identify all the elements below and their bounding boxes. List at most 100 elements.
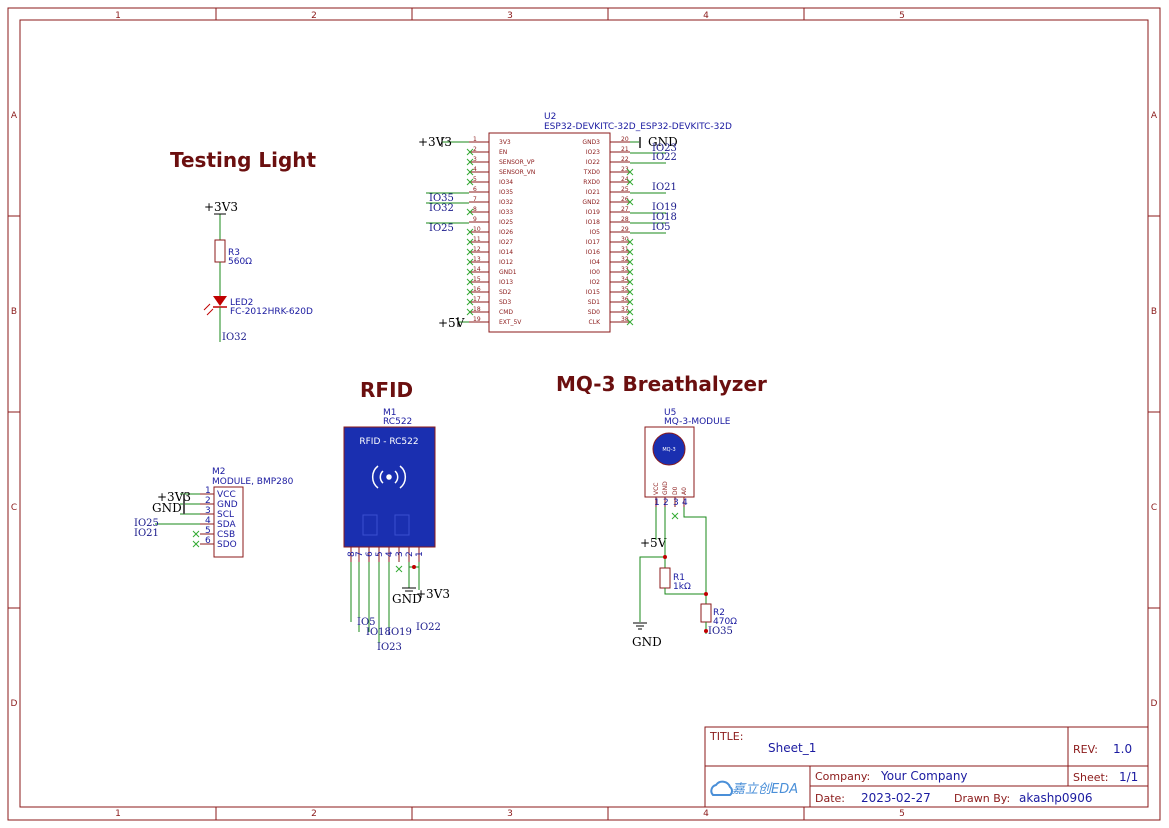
m1-net-io23: IO23	[377, 642, 402, 653]
rfid-pin-number: 4	[385, 551, 395, 557]
zone-row-left: D	[11, 699, 18, 709]
zone-col-top: 5	[899, 11, 905, 21]
sheet-value: 1/1	[1119, 770, 1138, 784]
u2-pin-name: GND2	[582, 199, 600, 206]
m2-net-3v3: +3V3	[157, 490, 191, 504]
u2-pin-name: IO2	[590, 279, 600, 286]
mq3-pin-name: GND	[662, 481, 669, 495]
u2-net-io35: IO35	[429, 193, 454, 204]
u2-pin-name: EXT_5V	[499, 319, 522, 326]
zone-col-bottom: 3	[507, 809, 513, 819]
u2-pin-number: 35	[621, 286, 629, 293]
u2-pin-name: IO17	[586, 239, 600, 246]
u2-pin-name: IO25	[499, 219, 513, 226]
section-title-mq3: MQ-3 Breathalyzer	[556, 372, 767, 396]
u2-pin-number: 22	[621, 156, 629, 163]
zone-row-right: A	[1151, 111, 1158, 121]
u2-net-io32: IO32	[429, 203, 454, 214]
zone-col-top: 4	[703, 11, 709, 21]
u2-pin-number: 24	[621, 176, 629, 183]
esp32-module[interactable]	[488, 132, 611, 333]
rev-value: 1.0	[1113, 742, 1132, 756]
u2-pin-number: 14	[473, 266, 481, 273]
bmp280-module[interactable]	[213, 486, 244, 558]
u5-value: MQ-3-MODULE	[664, 417, 731, 427]
u2-pin-number: 28	[621, 216, 629, 223]
u2-pin-name: IO22	[586, 159, 600, 166]
u2-pin-name: IO4	[590, 259, 600, 266]
u2-pin-number: 34	[621, 276, 629, 283]
title-block	[704, 726, 1149, 808]
m1-value: RC522	[383, 417, 412, 427]
r3-designator: R3	[228, 248, 240, 258]
inner-frame	[19, 19, 1149, 808]
m1-net-io5: IO5	[357, 617, 376, 628]
u5-net-gnd: GND	[632, 635, 662, 649]
company-label: Company:	[815, 770, 870, 783]
bmp280-pin-name: VCC	[217, 490, 236, 500]
u2-pin-name: IO26	[499, 229, 513, 236]
zone-row-right: B	[1151, 307, 1157, 317]
sheet-label: Sheet:	[1073, 771, 1109, 784]
u2-value: ESP32-DEVKITC-32D_ESP32-DEVKITC-32D	[544, 122, 732, 132]
resistor-r2[interactable]	[700, 603, 712, 623]
u2-pin-name: IO23	[586, 149, 600, 156]
led-diode-icon[interactable]	[213, 296, 227, 306]
u2-pin-number: 7	[473, 196, 477, 203]
u2-pin-number: 19	[473, 316, 481, 323]
led2-value: FC-2012HRK-620D	[230, 307, 313, 317]
u2-pin-name: IO12	[499, 259, 513, 266]
bmp280-pin-number: 2	[205, 496, 211, 506]
resistor-r3[interactable]	[214, 239, 226, 263]
u2-pin-number: 32	[621, 256, 629, 263]
zone-col-top: 1	[115, 11, 121, 21]
u2-pin-number: 1	[473, 136, 477, 143]
lceda-logo-text: 嘉立创EDA	[732, 782, 798, 797]
drawn-by-label: Drawn By:	[954, 792, 1010, 805]
u2-pin-number: 16	[473, 286, 481, 293]
u2-pin-name: IO19	[586, 209, 600, 216]
m2-net-io25: IO25	[134, 518, 159, 529]
u2-net-io25: IO25	[429, 223, 454, 234]
outer-frame	[7, 7, 1161, 821]
u2-pin-name: IO32	[499, 199, 513, 206]
no-connect-icon	[626, 258, 634, 266]
no-connect-icon	[626, 288, 634, 296]
u2-pin-name: CMD	[499, 309, 513, 316]
no-connect-icon	[626, 168, 634, 176]
m1-designator: M1	[383, 408, 397, 418]
u2-pin-number: 33	[621, 266, 629, 273]
u2-pin-name: IO15	[586, 289, 600, 296]
zone-col-top: 3	[507, 11, 513, 21]
m2-value: MODULE, BMP280	[212, 477, 294, 487]
resistor-r1[interactable]	[659, 567, 671, 589]
u2-pin-number: 38	[621, 316, 629, 323]
u2-pin-number: 31	[621, 246, 629, 253]
rfid-pin-number: 7	[355, 551, 365, 557]
u2-pin-name: CLK	[589, 319, 602, 326]
zone-row-right: D	[1151, 699, 1158, 709]
no-connect-icon	[466, 208, 474, 216]
bmp280-pin-name: SCL	[217, 510, 234, 520]
no-connect-icon	[466, 238, 474, 246]
zone-row-left: B	[11, 307, 17, 317]
bmp280-pin-name: CSB	[217, 530, 235, 540]
no-connect-icon	[626, 268, 634, 276]
mq3-sensor-label: MQ-3	[662, 447, 675, 453]
mq3-pin-name: VCC	[653, 483, 660, 495]
no-connect-icon	[466, 278, 474, 286]
m2-designator: M2	[212, 467, 226, 477]
no-connect-icon	[395, 565, 403, 573]
bmp280-pin-name: SDA	[217, 520, 236, 530]
u2-pin-name: SENSOR_VP	[499, 159, 535, 166]
u2-pin-name: IO5	[590, 229, 600, 236]
u2-pin-name: SD2	[499, 289, 511, 296]
u2-net-io23: IO23	[652, 143, 677, 154]
u2-net-io22: IO22	[652, 152, 677, 163]
u2-pin-name: TXD0	[583, 169, 600, 176]
u2-pin-name: IO0	[590, 269, 600, 276]
u2-net-io5: IO5	[652, 222, 671, 233]
zone-col-top: 2	[311, 11, 317, 21]
rfid-board[interactable]	[343, 426, 436, 548]
